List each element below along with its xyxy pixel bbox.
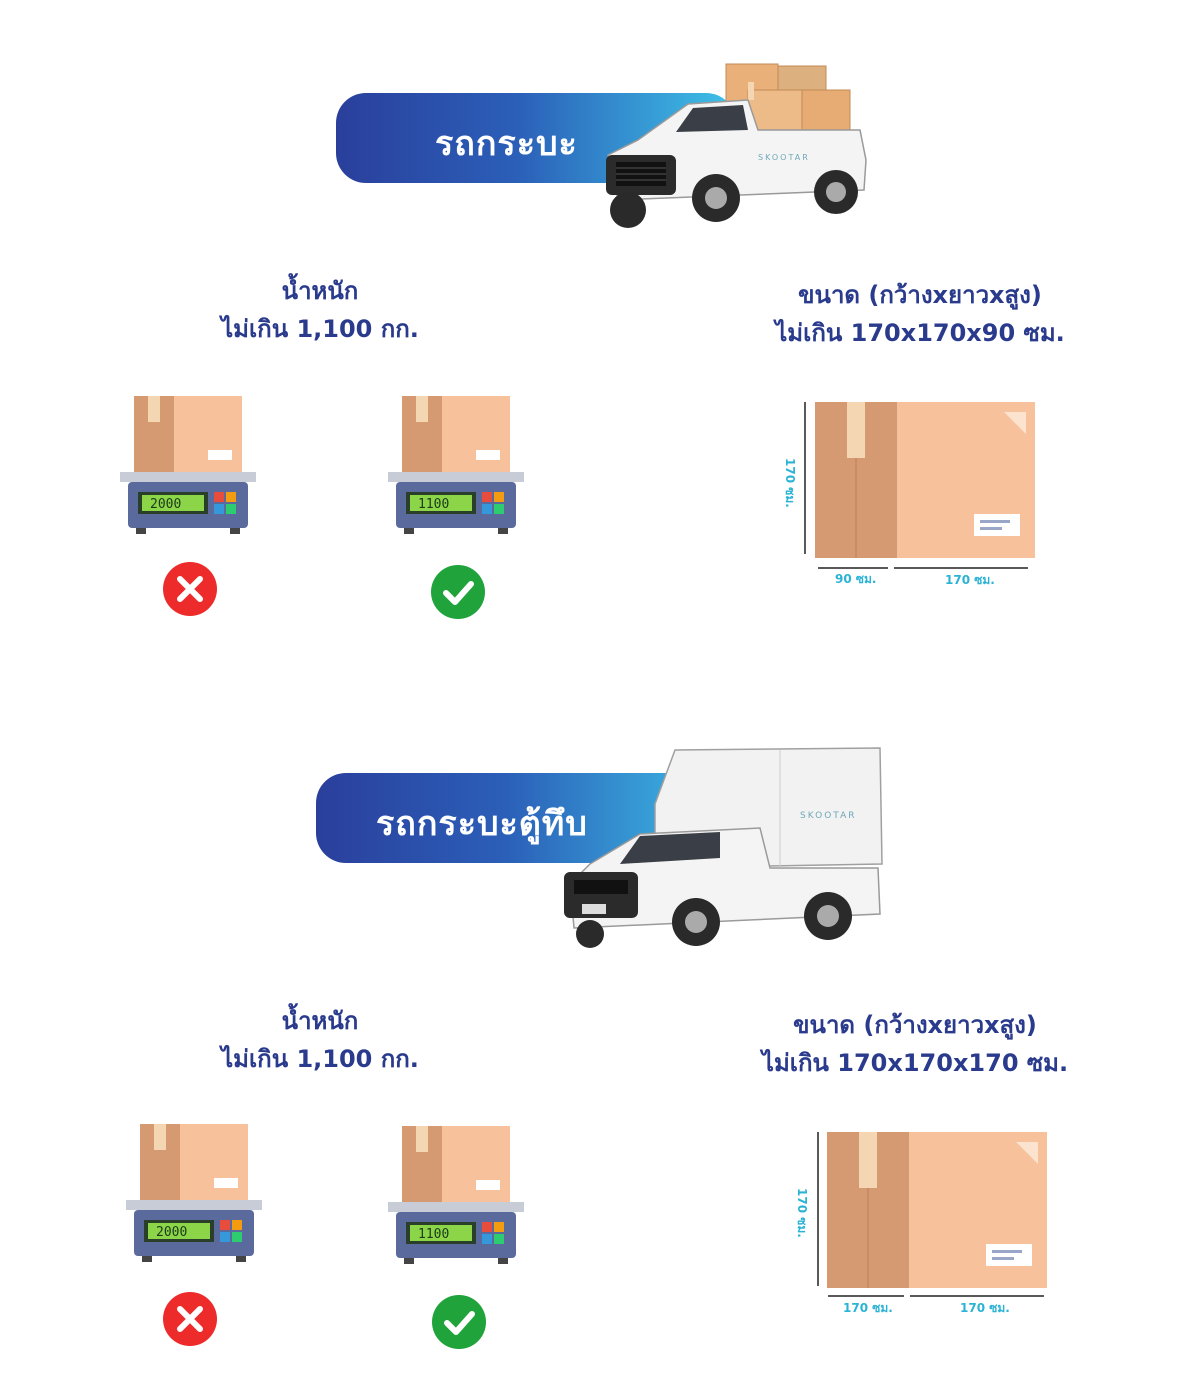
dim-length-label: 170 ซม. xyxy=(960,1301,1010,1315)
scale-display: 1100 xyxy=(418,497,449,512)
dim-width-label: 170 ซม. xyxy=(843,1301,893,1315)
dim-height-label: 170 ซม. xyxy=(783,458,797,508)
cross-icon xyxy=(163,1292,217,1346)
section-title: รถกระบะ xyxy=(435,124,578,164)
pickup-truck-icon: SKOOTAR xyxy=(606,63,867,228)
weight-limit: ไม่เกิน 1,100 กก. xyxy=(221,315,419,343)
size-label: ขนาด (กว้างxยาวxสูง) xyxy=(793,1011,1037,1039)
dim-length-label: 170 ซม. xyxy=(945,573,995,587)
scale-icon: 1100 xyxy=(388,396,524,534)
size-heading: ขนาด (กว้างxยาวxสูง) ไม่เกิน 170x170x170… xyxy=(730,1006,1100,1082)
weight-label: น้ำหนัก xyxy=(281,1007,359,1035)
check-icon xyxy=(432,1295,486,1349)
truck-brand-text: SKOOTAR xyxy=(800,811,857,821)
size-limit: ไม่เกิน 170x170x90 ซม. xyxy=(775,319,1065,347)
scale-display: 2000 xyxy=(150,497,181,512)
scale-icon: 1100 xyxy=(388,1126,524,1264)
weight-limit: ไม่เกิน 1,100 กก. xyxy=(221,1045,419,1073)
parcel-box-icon xyxy=(804,402,1035,569)
dim-height-label: 170 ซม. xyxy=(795,1188,809,1238)
scale-display: 1100 xyxy=(418,1227,449,1242)
weight-heading: น้ำหนัก ไม่เกิน 1,100 กก. xyxy=(200,1002,440,1078)
dim-width-label: 90 ซม. xyxy=(835,572,877,586)
check-icon xyxy=(431,565,485,619)
truck-brand-text: SKOOTAR xyxy=(758,153,810,162)
box-truck-icon: SKOOTAR xyxy=(564,747,883,948)
weight-heading: น้ำหนัก ไม่เกิน 1,100 กก. xyxy=(200,272,440,348)
weight-label: น้ำหนัก xyxy=(281,277,359,305)
size-heading: ขนาด (กว้างxยาวxสูง) ไม่เกิน 170x170x90 … xyxy=(740,276,1100,352)
cross-icon xyxy=(163,562,217,616)
section-title: รถกระบะตู้ทึบ xyxy=(376,804,588,844)
size-limit: ไม่เกิน 170x170x170 ซม. xyxy=(761,1049,1069,1077)
parcel-box-icon xyxy=(817,1132,1047,1297)
size-label: ขนาด (กว้างxยาวxสูง) xyxy=(798,281,1042,309)
scale-display: 2000 xyxy=(156,1225,187,1240)
scale-icon: 2000 xyxy=(126,1124,262,1262)
scale-icon: 2000 xyxy=(120,396,256,534)
